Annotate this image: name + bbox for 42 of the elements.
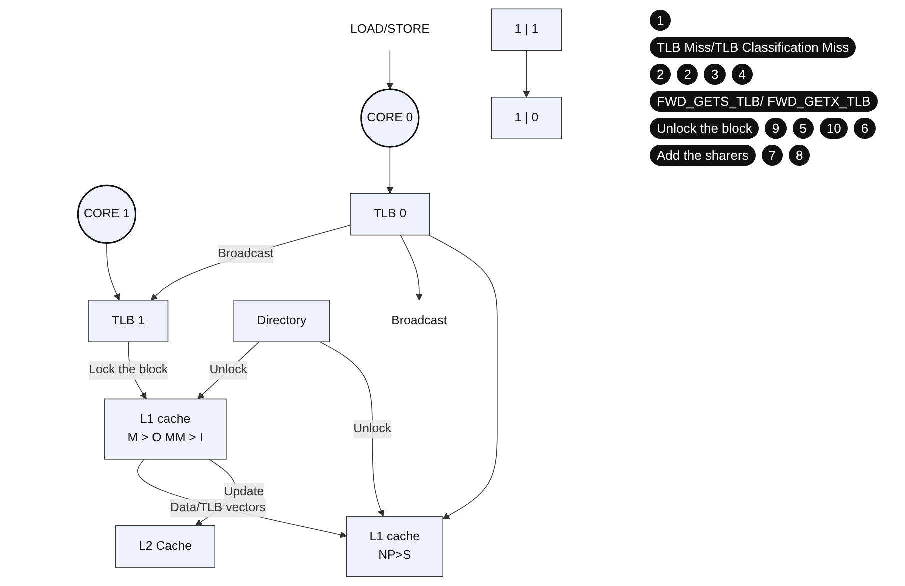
node-box: TLB 1 xyxy=(88,300,169,342)
edge-label: Unlock xyxy=(210,364,248,377)
node-box: L1 cache NP>S xyxy=(346,516,444,578)
note-label: 10 xyxy=(820,118,848,139)
note-label: 9 xyxy=(765,118,787,139)
node-box: TLB 0 xyxy=(350,193,430,236)
note-label: Unlock the block xyxy=(650,118,760,139)
arrow xyxy=(428,234,498,520)
arrow xyxy=(150,225,351,301)
note-label: 7 xyxy=(762,145,784,166)
note-label: 2 xyxy=(677,64,698,85)
note-label: 3 xyxy=(704,64,726,85)
arrow xyxy=(400,234,423,301)
node-box: Directory xyxy=(234,300,330,342)
note-label: 5 xyxy=(792,118,814,139)
note-label: FWD_GETS_TLB/ FWD_GETX_TLB xyxy=(650,91,878,112)
arrow xyxy=(386,50,394,90)
note-label: 1 xyxy=(650,10,672,31)
edge-label: Broadcast xyxy=(218,247,274,260)
arrow xyxy=(320,342,384,517)
note-label: 4 xyxy=(732,64,753,85)
note-label: Add the sharers xyxy=(650,145,756,166)
arrow xyxy=(386,146,394,194)
node-box: L2 Cache xyxy=(116,525,216,568)
note-label: TLB Miss/TLB Classification Miss xyxy=(650,37,856,58)
edge-label: Lock the block xyxy=(89,364,168,377)
note-label: 6 xyxy=(854,118,876,139)
node-circle: CORE 1 xyxy=(77,184,137,244)
node-box: L1 cache M > O MM > I xyxy=(104,398,227,460)
note-label: 2 xyxy=(650,64,672,85)
node-box: 1 | 1 xyxy=(491,8,562,52)
arrow xyxy=(106,242,120,301)
edge-label: Unlock xyxy=(354,422,392,436)
node-text: LOAD/STORE xyxy=(350,23,430,36)
arrow xyxy=(523,50,530,98)
node-circle: CORE 0 xyxy=(360,88,420,148)
note-label: 8 xyxy=(789,145,810,166)
arrow xyxy=(198,342,260,400)
node-box: 1 | 0 xyxy=(491,97,562,140)
edge-label: Data/TLB vectors xyxy=(170,501,266,515)
node-text: Broadcast xyxy=(392,314,448,328)
edge-label: Update xyxy=(224,486,264,499)
